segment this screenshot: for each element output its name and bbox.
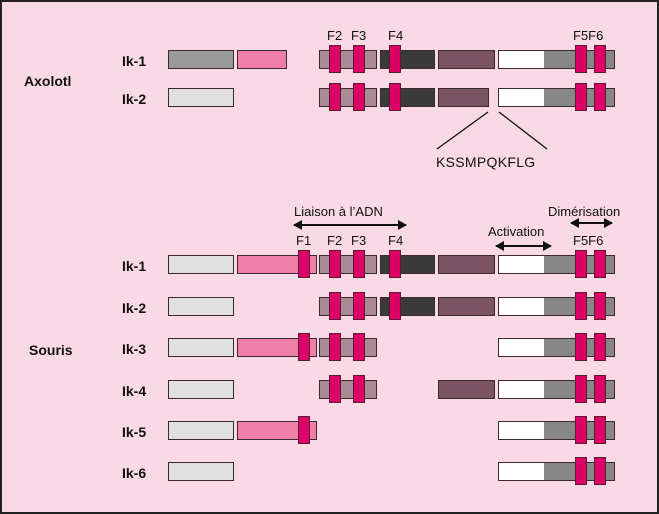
domain-label-activation: Activation bbox=[488, 224, 545, 239]
finger-label-f2: F2 bbox=[327, 233, 343, 248]
exon-segment bbox=[168, 462, 234, 481]
exon-segment bbox=[168, 338, 234, 357]
zinc-finger-f1 bbox=[298, 333, 310, 361]
zinc-finger-f5 bbox=[575, 375, 587, 403]
finger-label-f4: F4 bbox=[388, 28, 404, 43]
exon-segment bbox=[498, 297, 545, 316]
exon-segment bbox=[438, 50, 495, 69]
exon-segment bbox=[498, 421, 545, 440]
finger-label-f5f6: F5F6 bbox=[573, 28, 604, 43]
isoform-label: Ik-1 bbox=[122, 258, 147, 274]
domain-label-dimerization: Dimérisation bbox=[548, 204, 621, 219]
zinc-finger-f6 bbox=[594, 292, 606, 320]
zinc-finger-f6 bbox=[594, 375, 606, 403]
zinc-finger-f2 bbox=[329, 333, 341, 361]
exon-segment bbox=[168, 421, 234, 440]
exon-segment bbox=[237, 50, 287, 69]
exon-segment bbox=[438, 255, 495, 274]
exon-segment bbox=[319, 380, 377, 399]
zinc-finger-f5 bbox=[575, 250, 587, 278]
double-arrow-dna-binding bbox=[293, 220, 407, 230]
finger-label-f2: F2 bbox=[327, 28, 343, 43]
zinc-finger-f2 bbox=[329, 45, 341, 73]
zinc-finger-f5 bbox=[575, 416, 587, 444]
species-label-souris: Souris bbox=[29, 342, 73, 358]
zinc-finger-f3 bbox=[353, 292, 365, 320]
zinc-finger-f2 bbox=[329, 250, 341, 278]
finger-label-f3: F3 bbox=[351, 28, 367, 43]
exon-segment bbox=[498, 338, 545, 357]
zinc-finger-f3 bbox=[353, 250, 365, 278]
isoform-label: Ik-2 bbox=[122, 91, 147, 107]
zinc-finger-f4 bbox=[389, 83, 401, 111]
insertion-sequence: KSSMPQKFLG bbox=[436, 154, 536, 170]
exon-segment bbox=[237, 255, 317, 274]
exon-segment bbox=[498, 380, 545, 399]
zinc-finger-f6 bbox=[594, 457, 606, 485]
zinc-finger-f3 bbox=[353, 333, 365, 361]
zinc-finger-f6 bbox=[594, 333, 606, 361]
exon-segment bbox=[237, 338, 317, 357]
zinc-finger-f5 bbox=[575, 333, 587, 361]
exon-segment bbox=[319, 297, 377, 316]
double-arrow-dimerization bbox=[570, 218, 613, 228]
zinc-finger-f1 bbox=[298, 416, 310, 444]
exon-segment bbox=[438, 380, 495, 399]
isoform-label: Ik-2 bbox=[122, 300, 147, 316]
zinc-finger-f2 bbox=[329, 375, 341, 403]
isoform-label: Ik-5 bbox=[122, 424, 147, 440]
zinc-finger-f3 bbox=[353, 83, 365, 111]
zinc-finger-f4 bbox=[389, 292, 401, 320]
zinc-finger-f5 bbox=[575, 292, 587, 320]
zinc-finger-f5 bbox=[575, 83, 587, 111]
exon-segment bbox=[438, 297, 495, 316]
zinc-finger-f5 bbox=[575, 45, 587, 73]
exon-segment bbox=[168, 380, 234, 399]
zinc-finger-f2 bbox=[329, 292, 341, 320]
exon-segment bbox=[237, 421, 317, 440]
exon-segment bbox=[498, 255, 545, 274]
zinc-finger-f2 bbox=[329, 83, 341, 111]
exon-segment bbox=[319, 255, 377, 274]
zinc-finger-f4 bbox=[389, 250, 401, 278]
double-arrow-activation bbox=[495, 241, 552, 251]
isoform-label: Ik-1 bbox=[122, 53, 147, 69]
exon-segment bbox=[319, 338, 377, 357]
finger-label-f3: F3 bbox=[351, 233, 367, 248]
species-label-axolotl: Axolotl bbox=[24, 73, 72, 89]
zinc-finger-f4 bbox=[389, 45, 401, 73]
exon-segment bbox=[168, 297, 234, 316]
exon-segment bbox=[438, 88, 489, 107]
finger-label-f5f6: F5F6 bbox=[573, 233, 604, 248]
domain-label-dna-binding: Liaison à l’ADN bbox=[294, 204, 383, 219]
zinc-finger-f5 bbox=[575, 457, 587, 485]
zinc-finger-f6 bbox=[594, 416, 606, 444]
exon-segment bbox=[168, 255, 234, 274]
isoform-label: Ik-6 bbox=[122, 465, 147, 481]
zinc-finger-f6 bbox=[594, 45, 606, 73]
callout-line-right bbox=[498, 111, 548, 150]
callout-line-left bbox=[436, 111, 489, 150]
isoform-label: Ik-4 bbox=[122, 383, 147, 399]
exon-segment bbox=[168, 88, 234, 107]
zinc-finger-f3 bbox=[353, 45, 365, 73]
zinc-finger-f6 bbox=[594, 83, 606, 111]
zinc-finger-f1 bbox=[298, 250, 310, 278]
isoform-label: Ik-3 bbox=[122, 341, 147, 357]
zinc-finger-f6 bbox=[594, 250, 606, 278]
exon-segment bbox=[168, 50, 234, 69]
finger-label-f1: F1 bbox=[296, 233, 312, 248]
finger-label-f4: F4 bbox=[388, 233, 404, 248]
exon-segment bbox=[498, 462, 545, 481]
zinc-finger-f3 bbox=[353, 375, 365, 403]
